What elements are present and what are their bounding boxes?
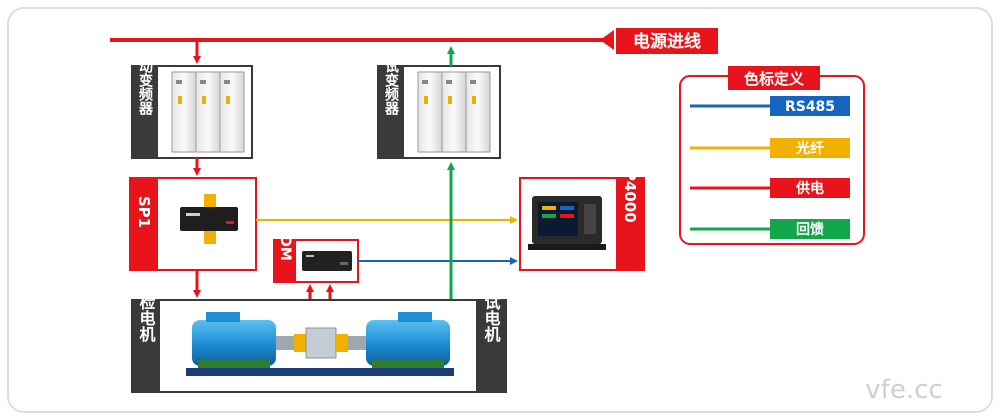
legend-title: 色标定义 [744, 70, 804, 88]
motor-under-test-label: 被检电机 [137, 277, 156, 343]
load-motor-label: 陪试电机 [482, 277, 501, 343]
wp4000-label-bar [616, 178, 644, 270]
load-motor-label-bar [476, 300, 506, 392]
legend-label-rs485: RS485 [785, 99, 835, 115]
legend-box-power [770, 178, 850, 198]
legend-label-feedback: 回馈 [796, 221, 824, 238]
legend-label-fiber: 光纤 [795, 140, 824, 157]
power-line-label-box [616, 28, 718, 54]
color-legend: 色标定义 RS485 光纤 供电 回馈 [679, 66, 865, 245]
watermark: vfe.cc [865, 375, 942, 405]
sp1-label-bar [130, 178, 158, 270]
power-in-arrow [600, 30, 614, 50]
drive-inverter-cabinet-icon [171, 71, 245, 153]
power-line-label: 电源进线 [633, 31, 701, 52]
drive-inverter-label: 驱动变频器 [137, 45, 154, 116]
load-inverter-cabinet-icon [417, 71, 491, 153]
load-inverter-label: 陪试变频器 [383, 44, 400, 116]
load-inverter: 陪试变频器 [377, 44, 501, 159]
dm-module: DM [273, 235, 359, 283]
motor-under-test-icon [192, 312, 294, 368]
wp4000-label: WP4000 [621, 153, 639, 222]
dm-device-icon [302, 251, 352, 271]
legend-title-box [728, 66, 820, 90]
legend-box-fiber [770, 138, 850, 158]
dm-label-bar [274, 240, 296, 282]
load-motor-icon [348, 312, 450, 368]
motor-test-bench: 被检电机 陪试电机 [131, 277, 507, 393]
legend-box-rs485 [770, 96, 850, 116]
dm-label: DM [277, 235, 293, 261]
bench-base-rail [186, 368, 454, 376]
sp1-label: SP1 [135, 196, 153, 228]
analyzer-device-icon [528, 196, 606, 250]
torque-sensor-icon [294, 327, 348, 359]
motor-under-test-label-bar [132, 300, 160, 392]
sp1-sensor: SP1 [129, 177, 257, 271]
drive-inverter-label-bar [132, 66, 158, 158]
legend-label-power: 供电 [795, 180, 824, 197]
drive-inverter: 驱动变频器 [131, 45, 253, 159]
wp4000-analyzer: WP4000 [519, 153, 645, 271]
power-sensor-icon [180, 194, 238, 244]
legend-box-feedback [770, 219, 850, 239]
load-inverter-label-bar [378, 66, 404, 158]
